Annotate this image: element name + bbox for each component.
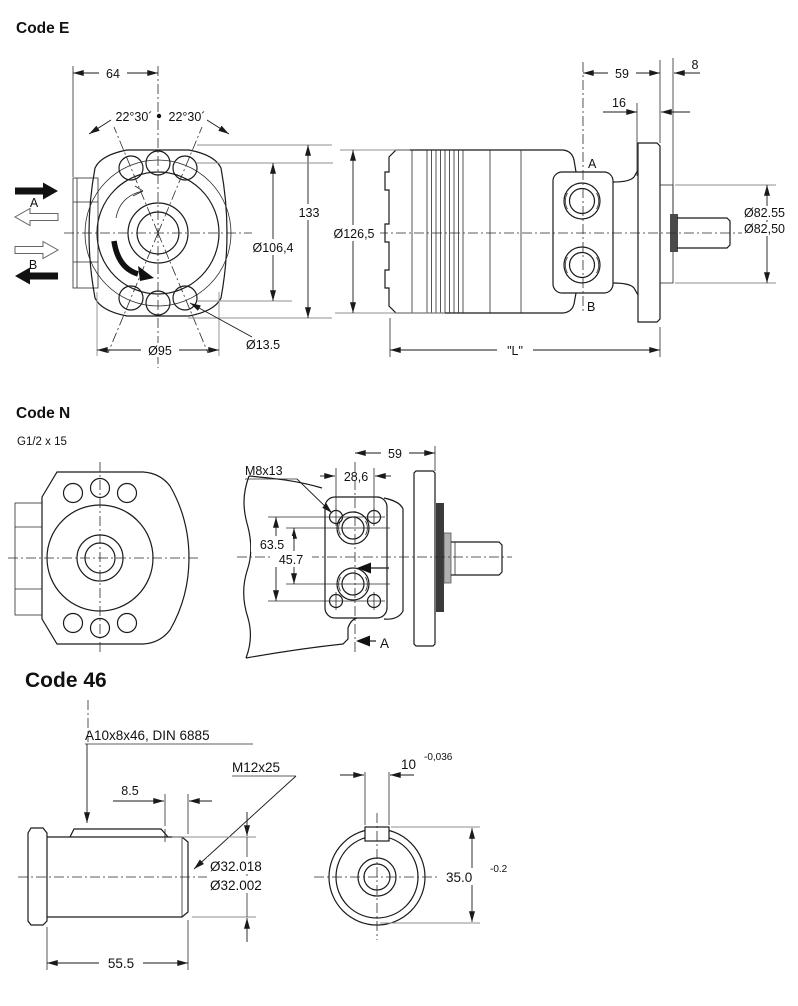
key-spec-label: A10x8x46, DIN 6885: [85, 728, 210, 743]
dim-95-label: Ø95: [148, 344, 172, 358]
shaft-dia-max-label: Ø32.018: [210, 859, 262, 874]
section-a-label: A: [380, 636, 389, 651]
dim-13-5-label: Ø13.5: [246, 338, 280, 352]
section-arrow-mid: [357, 562, 389, 574]
flow-arrow-b-out: [14, 240, 60, 260]
port-b: [563, 246, 601, 284]
dim-63-5-label: 63.5: [260, 538, 284, 552]
bolt-hole: [172, 155, 198, 181]
key: [69, 828, 169, 838]
dim-8-5-label: 8.5: [121, 784, 138, 798]
flow-a-label: A: [30, 196, 39, 210]
bolt-hole: [116, 612, 138, 634]
flow-arrow-b-in: [15, 267, 58, 285]
key-width-label: 10: [401, 757, 416, 772]
dim-126-label: Ø126,5: [333, 227, 374, 241]
dim-8-label: 8: [692, 58, 699, 72]
section-arrow-a: [356, 635, 376, 647]
dim-106-label: Ø106,4: [252, 241, 293, 255]
code-46-section: Code 46: [18, 669, 508, 971]
port-a: [563, 182, 601, 220]
bolt-hole: [118, 155, 144, 181]
flat-height-label: 35.0: [446, 870, 472, 885]
code-n-front-view: [8, 462, 200, 652]
bolt-hole: [62, 482, 84, 504]
rear-port-plate: [324, 496, 388, 619]
angle-right-label: 22°30´: [169, 110, 206, 124]
dim-L-label: "L": [507, 344, 523, 358]
port-a-label: A: [588, 157, 597, 171]
shaft-dia-max-label: Ø82.55: [744, 206, 785, 220]
mounting-flange: [637, 142, 661, 323]
code-e-side-view: 59 8 16 A B Ø126,5 Ø82.55 Ø82,50 "L": [328, 58, 794, 358]
flow-arrow-a-out: [13, 207, 59, 227]
code-n-section: Code N G1/2 x 15: [8, 405, 512, 659]
flow-arrow-a-in: [15, 182, 58, 200]
shaft-shoulder: [27, 827, 48, 926]
bolt-hole: [89, 477, 111, 499]
break-line: [243, 475, 252, 659]
dim-133-label: 133: [299, 206, 320, 220]
shaft-dia-min-label: Ø32.002: [210, 878, 262, 893]
shaft-seal: [443, 532, 452, 584]
dim-55-5-label: 55.5: [108, 956, 134, 971]
m8-thread-label: M8x13: [245, 464, 283, 478]
body-ribs: [426, 150, 522, 313]
rotation-arrow-cw: [111, 240, 154, 281]
center-dot: [156, 113, 162, 119]
code-n-title: Code N: [16, 405, 70, 422]
dim-64-label: 64: [106, 67, 120, 81]
code-e-title: Code E: [16, 20, 69, 37]
code-46-shaft-side-view: A10x8x46, DIN 6885 M12x25 8.5 Ø32.018 Ø3…: [18, 700, 297, 971]
mounting-flange: [413, 470, 436, 647]
code-e-section: Code E: [13, 20, 794, 368]
bolt-hole: [62, 612, 84, 634]
key-width-tolerance: -0,036: [424, 752, 453, 763]
port-b-label: B: [587, 300, 595, 314]
rear-cap: [384, 149, 412, 314]
flange-back-ring: [436, 503, 444, 612]
dim-16-label: 16: [612, 96, 626, 110]
flange-outline: [88, 149, 228, 317]
flow-b-label: B: [29, 258, 37, 272]
bolt-hole: [118, 285, 144, 311]
code-46-title: Code 46: [25, 669, 107, 692]
bolt-hole: [116, 482, 138, 504]
code-46-shaft-end-view: 10 -0,036 35.0 -0.2: [314, 752, 508, 940]
dim-59-label: 59: [615, 67, 629, 81]
flat-height-tolerance: -0.2: [490, 864, 508, 875]
shaft-dia-min-label: Ø82,50: [744, 222, 785, 236]
flange-outline: [41, 471, 190, 645]
m12-thread-label: M12x25: [232, 760, 280, 775]
dim-59-label: 59: [388, 447, 402, 461]
dim-45-7-label: 45.7: [279, 553, 303, 567]
bolt-hole: [172, 285, 198, 311]
code-n-side-view: M8x13 59 28,6 63.5 45.7 A: [237, 445, 512, 659]
angle-left-label: 22°30´: [116, 110, 153, 124]
dim-28-6-label: 28,6: [344, 470, 368, 484]
rotation-arrow-ccw: [115, 185, 144, 219]
code-e-front-view: 64 22°30´ 22°30´ 133 Ø106,4 Ø95 Ø13.5 A …: [13, 65, 333, 368]
side-port-boss: [14, 502, 43, 616]
motor-body: [412, 149, 577, 314]
output-shaft: [451, 541, 503, 576]
port-thread-label: G1/2 x 15: [17, 436, 67, 448]
